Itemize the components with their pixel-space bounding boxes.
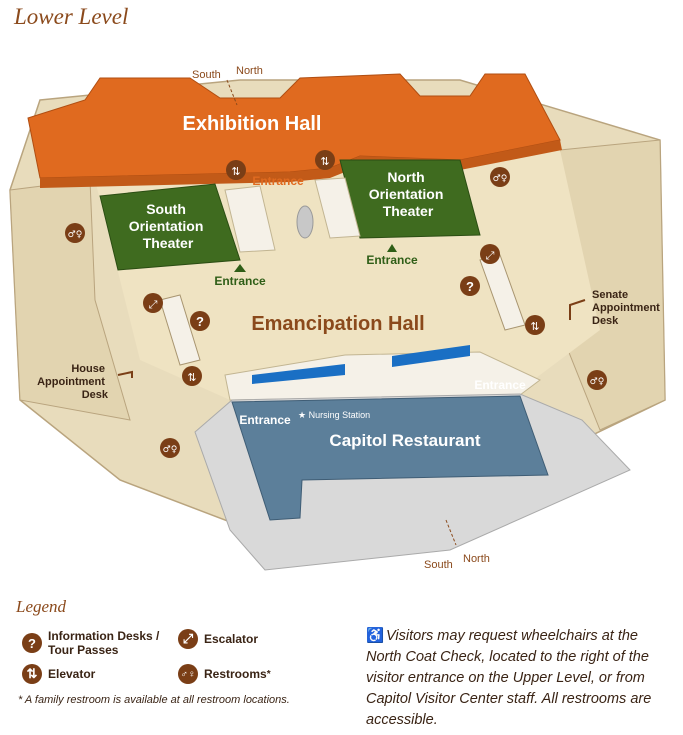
legend-item-elevator: ⇅ Elevator — [22, 664, 95, 684]
info-icon: ? — [22, 633, 42, 653]
north-stairs — [314, 177, 361, 239]
senate-appointment-desk-label: Senate Appointment Desk — [592, 289, 663, 327]
elevator-icon: ⇅ — [22, 664, 42, 684]
compass-bottom-line — [445, 519, 457, 546]
north-theater-entrance-label: Entrance — [366, 253, 418, 267]
legend-title: Legend — [16, 597, 67, 616]
svg-text:⤢: ⤢ — [149, 298, 158, 311]
restaurant-entrance-right-label: Entrance — [474, 378, 526, 392]
compass-top-south: South — [192, 69, 221, 81]
house-desk-marker — [117, 370, 133, 378]
compass-bottom-north: North — [463, 553, 490, 565]
accessibility-text: Visitors may request wheelchairs at the … — [366, 628, 652, 728]
info-icon: ? — [190, 311, 210, 331]
south-stairs — [224, 185, 276, 253]
south-theater — [99, 183, 241, 271]
house-appointment-desk-label: House Appointment Desk — [37, 363, 109, 401]
exhibition-entrance-label: Entrance — [252, 174, 304, 188]
compass-top-line — [226, 79, 238, 106]
fountain-left — [252, 364, 345, 384]
fountain-area — [224, 351, 541, 401]
family-restroom-footnote: * A family restroom is available at all … — [18, 694, 290, 706]
compass-top-north: North — [236, 65, 263, 77]
exhibition-hall-front — [40, 140, 562, 188]
elevator-icon: ⇅ — [315, 150, 335, 170]
senate-desk-marker — [569, 299, 586, 320]
svg-text:⇅: ⇅ — [231, 165, 240, 178]
svg-text:?: ? — [196, 314, 204, 329]
floor-plan-map: Exhibition Hall South Orientation Theate… — [9, 65, 666, 571]
escalator-icon: ⤢ — [480, 244, 500, 264]
north-theater-entrance-arrow — [387, 244, 397, 252]
wheelchair-icon: ♿ — [366, 628, 385, 644]
accessibility-note: ♿Visitors may request wheelchairs at the… — [366, 626, 676, 731]
escalator-south — [159, 294, 201, 366]
restroom-icon: ♂♀ — [160, 438, 180, 458]
elevator-icon: ⇅ — [226, 160, 246, 180]
legend-info-label: Information Desks / Tour Passes — [48, 629, 160, 657]
fountain-right — [392, 345, 470, 367]
escalator-icon: ⤢ — [143, 293, 163, 313]
legend-item-restrooms: ♂♀ Restrooms * — [178, 664, 271, 684]
restroom-icon: ♂♀ — [587, 370, 607, 390]
svg-text:⇅: ⇅ — [320, 155, 329, 168]
statue — [296, 205, 314, 239]
south-theater-label: South Orientation Theater — [129, 201, 208, 251]
capitol-restaurant-label: Capitol Restaurant — [329, 431, 480, 450]
nursing-station-label: ★ Nursing Station — [298, 410, 370, 420]
svg-text:⇅: ⇅ — [530, 320, 539, 333]
svg-text:?: ? — [466, 279, 474, 294]
svg-text:♂♀: ♂♀ — [163, 445, 178, 455]
legend-elevator-label: Elevator — [48, 667, 96, 681]
restroom-asterisk: * — [266, 668, 271, 680]
svg-text:⇅: ⇅ — [187, 371, 196, 384]
exhibition-hall-label: Exhibition Hall — [183, 113, 322, 135]
legend-escalator-label: Escalator — [204, 632, 259, 646]
north-theater-label: North Orientation Theater — [369, 169, 448, 219]
svg-text:♂♀: ♂♀ — [590, 377, 605, 387]
restroom-icon: ♂♀ — [490, 167, 510, 187]
legend-item-escalator: ⤢ Escalator — [178, 629, 258, 649]
svg-text:♂♀: ♂♀ — [493, 174, 508, 184]
south-theater-entrance-label: Entrance — [214, 274, 266, 288]
info-icon: ? — [460, 276, 480, 296]
escalator-icon: ⤢ — [178, 629, 198, 649]
elevator-icon: ⇅ — [182, 366, 202, 386]
restroom-icon: ♂♀ — [178, 664, 198, 684]
svg-text:♂♀: ♂♀ — [68, 230, 83, 240]
legend-restrooms-label: Restrooms — [204, 667, 267, 681]
svg-text:⤢: ⤢ — [486, 249, 495, 262]
restroom-icon: ♂♀ — [65, 223, 85, 243]
elevator-icon: ⇅ — [525, 315, 545, 335]
compass-bottom-south: South — [424, 559, 453, 571]
emancipation-hall-label: Emancipation Hall — [251, 313, 424, 335]
capitol-restaurant — [231, 395, 549, 521]
south-theater-entrance-arrow — [234, 264, 246, 272]
page-title: Lower Level — [14, 4, 129, 29]
restaurant-entrance-left-label: Entrance — [239, 413, 291, 427]
legend-item-info: ? Information Desks / Tour Passes — [22, 629, 182, 657]
